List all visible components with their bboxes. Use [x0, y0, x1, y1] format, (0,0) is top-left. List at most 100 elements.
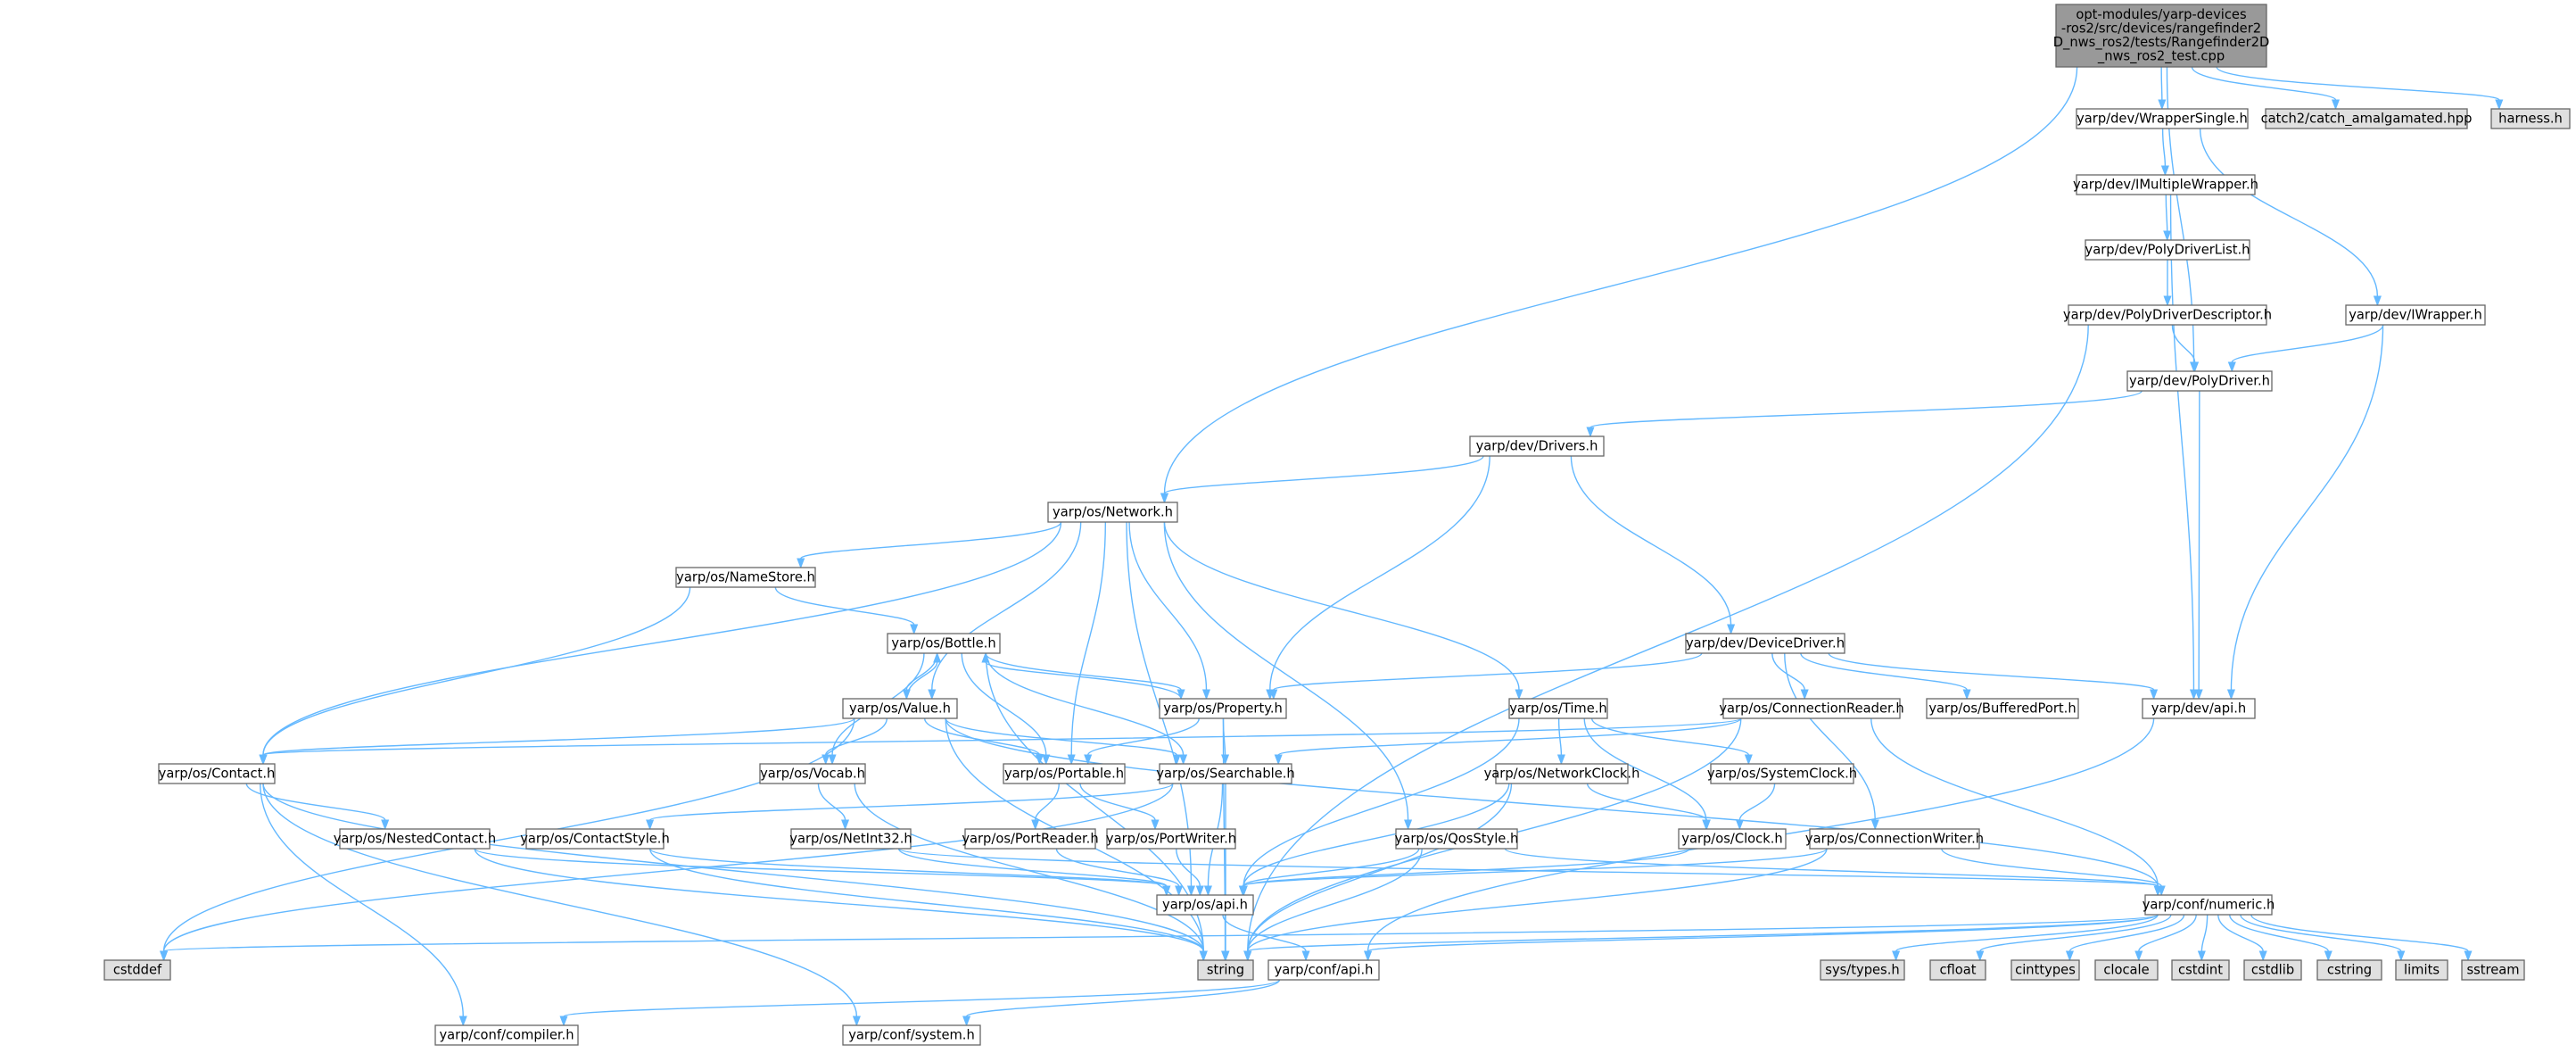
node-yarp-dev-iwrapper-h[interactable]: yarp/dev/IWrapper.h [2345, 304, 2486, 326]
edge-line [474, 848, 1204, 952]
node-yarp-os-connectionwriter-h[interactable]: yarp/os/ConnectionWriter.h [1805, 828, 1984, 850]
edge-line [648, 783, 1174, 821]
node-yarp-dev-polydriverdescriptor-h[interactable]: yarp/dev/PolyDriverDescriptor.h [2063, 304, 2272, 326]
edge-arrowhead [1177, 689, 1185, 701]
edge-nestedContact-to-string [474, 848, 1208, 962]
node-box [1929, 959, 1986, 981]
node-yarp-os-bottle-h[interactable]: yarp/os/Bottle.h [887, 633, 1001, 654]
node-yarp-os-clock-h[interactable]: yarp/os/Clock.h [1678, 828, 1787, 850]
node-label: yarp/os/Searchable.h [1156, 766, 1294, 781]
node-yarp-dev-imultiplewrapper-h[interactable]: yarp/dev/IMultipleWrapper.h [2073, 174, 2258, 195]
node-yarp-os-nestedcontact-h[interactable]: yarp/os/NestedContact.h [334, 828, 497, 850]
edge-root-to-catch2 [2191, 66, 2341, 111]
node-yarp-os-netint32-h[interactable]: yarp/os/NetInt32.h [789, 828, 912, 850]
node-label: yarp/os/api.h [1162, 897, 1248, 912]
node-box [2395, 959, 2448, 981]
edge-line [945, 717, 1177, 756]
node-label: yarp/os/ContactStyle.h [520, 831, 670, 846]
edge-time-to-systemClock [1590, 717, 1753, 766]
edge-line [1895, 914, 2159, 952]
node-yarp-conf-system-h[interactable]: yarp/conf/system.h [842, 1024, 981, 1046]
node-yarp-os-qosstyle-h[interactable]: yarp/os/QosStyle.h [1395, 828, 1519, 850]
edge-deviceDriver-to-connectionReader [1771, 652, 1809, 701]
node-catch2-catch-amalgamated-hpp: catch2/catch_amalgamated.hpp [2261, 108, 2472, 129]
node-yarp-os-api-h[interactable]: yarp/os/api.h [1156, 894, 1254, 916]
node-yarp-conf-numeric-h[interactable]: yarp/conf/numeric.h [2143, 894, 2275, 916]
edge-line [1247, 324, 2089, 952]
node-cstddef: cstddef [103, 959, 171, 981]
node-yarp-os-time-h[interactable]: yarp/os/Time.h [1508, 698, 1608, 719]
node-label: yarp/dev/IWrapper.h [2349, 307, 2482, 322]
edge-connectionWriter-to-numeric [1941, 848, 2166, 897]
edge-line [162, 783, 1174, 952]
node-yarp-os-portable-h[interactable]: yarp/os/Portable.h [1003, 763, 1126, 784]
edge-network-to-portable [1067, 521, 1107, 766]
node-label: D_nws_ros2/tests/Rangefinder2D [2053, 35, 2270, 50]
edge-line [1784, 652, 1876, 821]
edge-value-to-numeric [945, 717, 2162, 897]
node-box [158, 763, 276, 784]
node-yarp-dev-wrappersingle-h[interactable]: yarp/dev/WrapperSingle.h [2076, 108, 2249, 129]
node-label: cinttypes [2015, 962, 2076, 977]
node-yarp-os-value-h[interactable]: yarp/os/Value.h [842, 698, 958, 719]
node-yarp-os-bufferedport-h[interactable]: yarp/os/BufferedPort.h [1926, 698, 2079, 719]
edge-value-to-contact [259, 717, 855, 766]
edge-network-to-qosStyle [1163, 521, 1413, 831]
node-yarp-dev-api-h[interactable]: yarp/dev/api.h [2142, 698, 2256, 719]
node-label: yarp/conf/system.h [848, 1027, 975, 1042]
edge-arrowhead [559, 1016, 568, 1027]
node-yarp-dev-polydriver-h[interactable]: yarp/dev/PolyDriver.h [2126, 370, 2273, 392]
node-yarp-os-vocab-h[interactable]: yarp/os/Vocab.h [759, 763, 866, 784]
node-yarp-os-property-h[interactable]: yarp/os/Property.h [1159, 698, 1287, 719]
edge-line [1222, 914, 1307, 952]
edge-root-to-harness [2216, 66, 2504, 111]
node-box [103, 959, 171, 981]
edge-line [2198, 390, 2200, 691]
edge-qosStyle-to-osApi [1238, 848, 1420, 897]
node-yarp-conf-api-h[interactable]: yarp/conf/api.h [1267, 959, 1380, 981]
edge-arrowhead [2163, 295, 2172, 307]
node-label: yarp/dev/WrapperSingle.h [2076, 111, 2248, 126]
edge-line [1163, 66, 2078, 494]
edge-arrowhead [1162, 885, 1171, 897]
edge-line [965, 979, 1281, 1017]
node-box [759, 763, 866, 784]
node-yarp-os-namestore-h[interactable]: yarp/os/NameStore.h [675, 567, 816, 588]
node-yarp-os-network-h[interactable]: yarp/os/Network.h [1047, 502, 1178, 523]
node-yarp-os-systemclock-h[interactable]: yarp/os/SystemClock.h [1707, 763, 1857, 784]
edge-arrowhead [2157, 885, 2166, 897]
node-yarp-os-contact-h[interactable]: yarp/os/Contact.h [158, 763, 276, 784]
edge-line [2138, 914, 2197, 952]
node-yarp-os-networkclock-h[interactable]: yarp/os/NetworkClock.h [1484, 763, 1640, 784]
edge-vocab-to-netInt32 [817, 783, 850, 831]
node-yarp-os-searchable-h[interactable]: yarp/os/Searchable.h [1156, 763, 1295, 784]
node-yarp-dev-drivers-h[interactable]: yarp/dev/Drivers.h [1469, 435, 1605, 457]
node-yarp-os-portwriter-h[interactable]: yarp/os/PortWriter.h [1106, 828, 1236, 850]
edge-arrowhead [841, 819, 850, 831]
node-yarp-os-contactstyle-h[interactable]: yarp/os/ContactStyle.h [520, 828, 670, 850]
edge-arrowhead [1586, 427, 1595, 438]
node-yarp-conf-compiler-h[interactable]: yarp/conf/compiler.h [434, 1024, 579, 1046]
edge-arrowhead [1221, 950, 1230, 962]
node-box [887, 633, 1001, 654]
node-yarp-os-connectionreader-h[interactable]: yarp/os/ConnectionReader.h [1719, 698, 1904, 719]
node-yarp-dev-polydriverlist-h[interactable]: yarp/dev/PolyDriverList.h [2085, 239, 2250, 261]
edge-arrowhead [1035, 754, 1044, 766]
edge-arrowhead [1186, 885, 1195, 897]
edge-numeric-to-sstream [2250, 914, 2473, 962]
edge-line [1570, 455, 1732, 626]
edge-network-to-property [1128, 521, 1210, 701]
edge-arrowhead [1892, 950, 1901, 962]
node-yarp-os-portreader-h[interactable]: yarp/os/PortReader.h [962, 828, 1099, 850]
node-label: -ros2/src/devices/rangefinder2 [2061, 21, 2261, 37]
edge-netInt32-to-osApi [897, 848, 1171, 897]
edge-bottle-to-property [985, 652, 1185, 701]
edge-arrowhead [1179, 754, 1188, 766]
edge-contact-to-nestedContact [245, 783, 390, 831]
edge-connectionWriter-to-osApi [1239, 848, 1828, 897]
node-box [2068, 304, 2267, 326]
node-yarp-dev-devicedriver-h[interactable]: yarp/dev/DeviceDriver.h [1685, 633, 1845, 654]
edge-arrowhead [1201, 689, 1210, 701]
edge-arrowhead [1735, 819, 1744, 831]
edge-arrowhead [928, 689, 937, 701]
